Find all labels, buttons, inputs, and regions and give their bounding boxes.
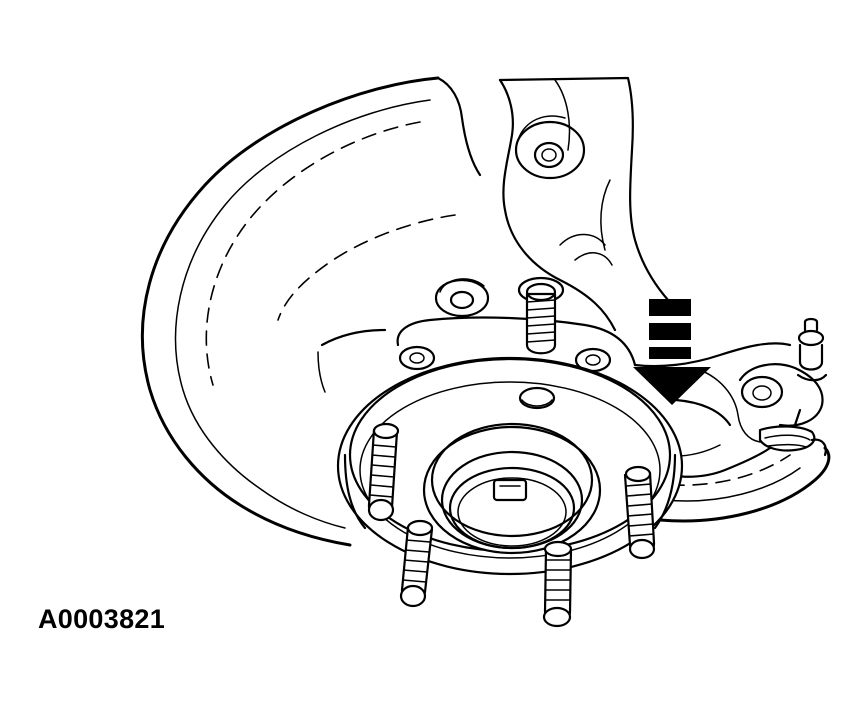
tie-rod-end — [738, 317, 828, 452]
figure-id-label: A0003821 — [38, 604, 166, 634]
wheel-studs — [367, 276, 656, 628]
down-arrow-icon — [633, 299, 711, 405]
wheel-stud-top — [517, 276, 565, 355]
wheel-stud-right — [623, 465, 656, 560]
brake-dust-shield — [140, 76, 831, 547]
wheel-stud-lower-left — [399, 519, 434, 608]
wheel-stud-left — [367, 422, 400, 522]
wheel-stud-bottom — [542, 540, 573, 628]
wheel-hub — [336, 356, 684, 576]
